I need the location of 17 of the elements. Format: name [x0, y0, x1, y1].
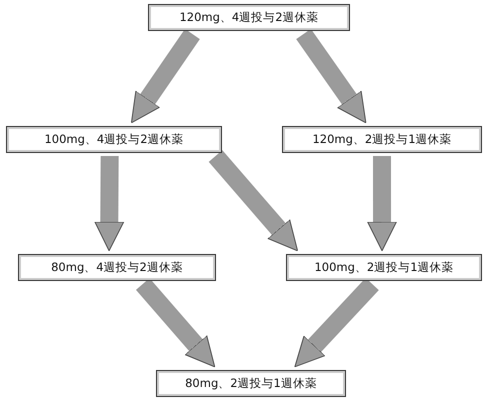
dose-box	[6, 126, 222, 153]
dose-text: 100mg、2週投与1週休薬	[314, 260, 454, 275]
dose-box	[286, 254, 482, 281]
dose-text: 80mg、4週投与2週休薬	[51, 260, 183, 275]
dose-text: 100mg、4週投与2週休薬	[44, 132, 184, 147]
dose-box	[282, 126, 482, 153]
dose-text: 120mg、4週投与2週休薬	[179, 10, 319, 25]
block-arrow	[94, 156, 124, 252]
dose-box	[148, 4, 350, 31]
block-arrow	[208, 150, 298, 252]
block-arrow	[130, 28, 200, 124]
dose-box	[156, 370, 346, 397]
dose-text: 80mg、2週投与1週休薬	[185, 376, 317, 391]
dose-box	[18, 254, 216, 281]
block-arrow	[367, 156, 397, 252]
block-arrow	[296, 28, 366, 124]
dose-text: 120mg、2週投与1週休薬	[312, 132, 452, 147]
